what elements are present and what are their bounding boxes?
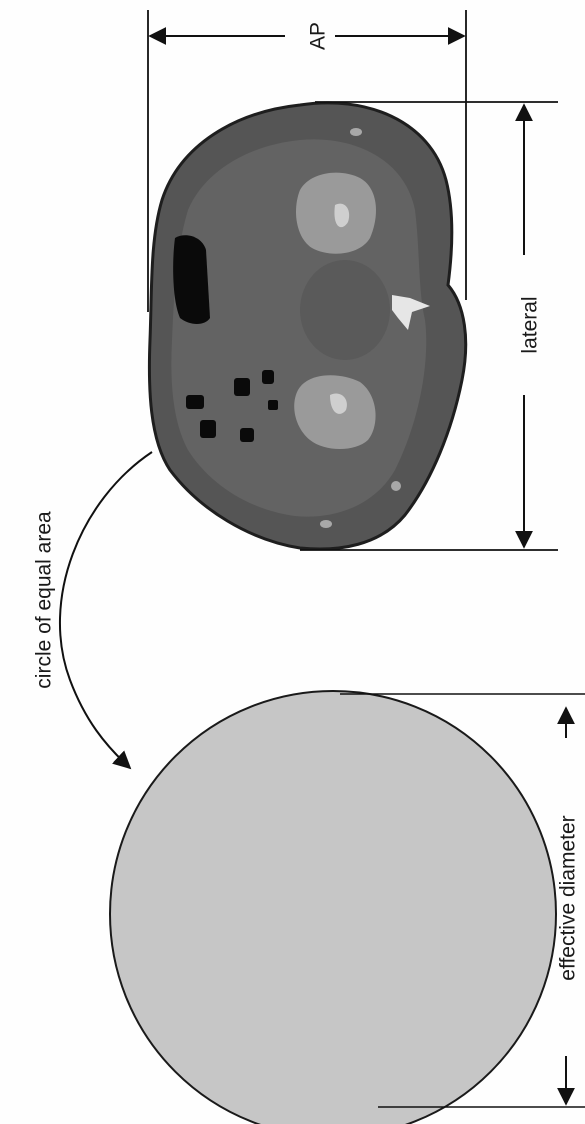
gas-pocket-2: [234, 378, 250, 396]
equal-area-circle: [110, 691, 556, 1124]
bright-spot: [320, 520, 332, 528]
bright-spot: [391, 481, 401, 491]
curved-arrow-icon: [60, 452, 152, 768]
vertebra: [300, 260, 390, 360]
gas-pocket-3: [262, 370, 274, 384]
circle-of-equal-area-label: circle of equal area: [33, 511, 56, 689]
lateral-label: lateral: [519, 296, 542, 353]
gas-pocket-4: [186, 395, 204, 409]
gas-pocket-5: [200, 420, 216, 438]
gas-pocket-7: [268, 400, 278, 410]
bright-spot: [350, 128, 362, 136]
effective-diameter-label: effective diameter: [557, 815, 580, 980]
gas-pocket-6: [240, 428, 254, 442]
ct-slice-image: [149, 103, 465, 549]
gas-pocket-1: [173, 235, 210, 324]
ap-label: AP: [307, 22, 330, 50]
